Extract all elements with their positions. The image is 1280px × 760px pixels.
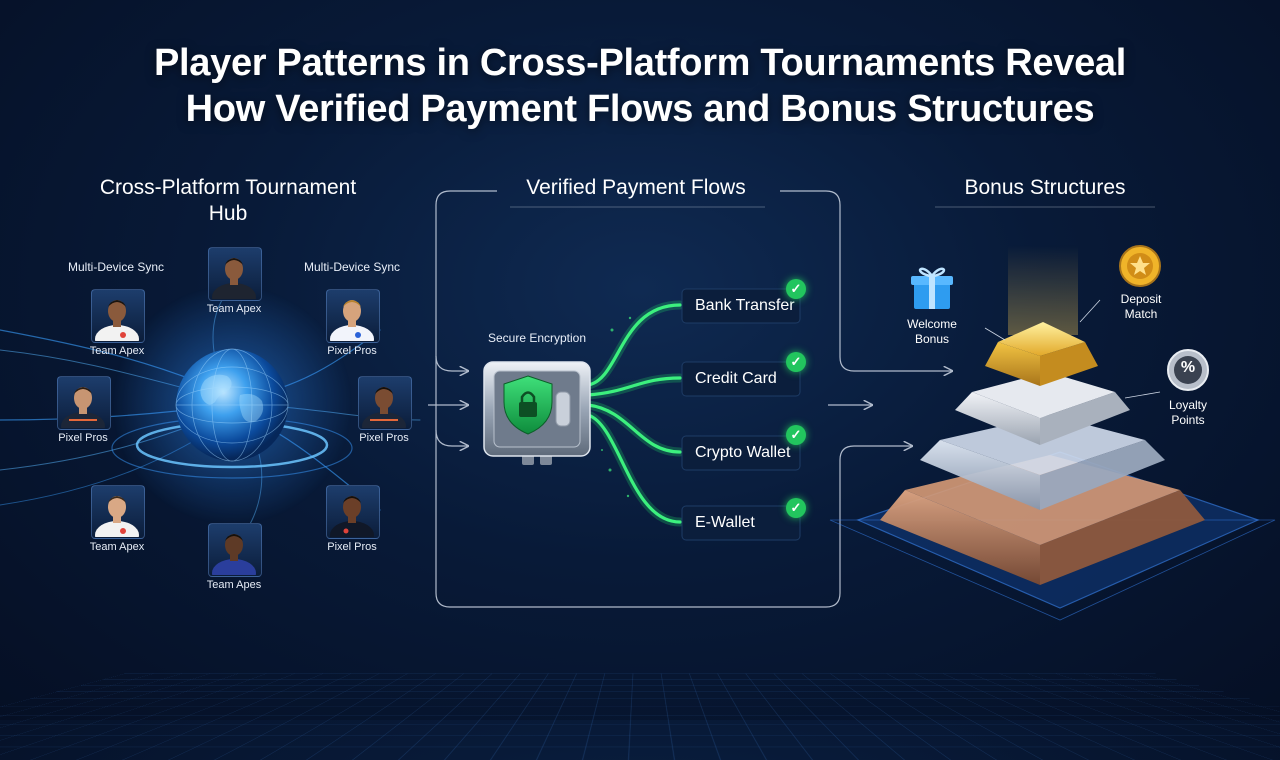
player-avatar — [326, 289, 380, 343]
player-card[interactable]: Team Apes — [207, 523, 262, 591]
player-card[interactable]: Pixel Pros — [358, 376, 412, 444]
sync-label: Multi-Device Sync — [67, 260, 165, 274]
page-title: Player Patterns in Cross-Platform Tourna… — [0, 40, 1280, 132]
loyalty-points-line-2: Points — [1171, 413, 1205, 427]
bonus-heading: Bonus Structures — [964, 176, 1126, 199]
check-icon: ✓ — [786, 498, 806, 518]
medal-icon — [1119, 245, 1161, 287]
check-icon: ✓ — [786, 279, 806, 299]
bonus-pyramid — [829, 245, 1276, 621]
welcome-bonus-line-1: Welcome — [907, 317, 957, 331]
player-card[interactable]: Team Apex — [90, 485, 145, 553]
player-card[interactable]: Team Apex — [207, 247, 262, 315]
player-avatar — [91, 485, 145, 539]
diagram-canvas — [0, 190, 1276, 621]
globe-icon — [111, 285, 353, 525]
payment-method-e-wallet[interactable]: E-Wallet — [695, 514, 755, 531]
payments-heading: Verified Payment Flows — [526, 176, 746, 199]
percent-badge-icon — [1167, 349, 1209, 391]
hub-heading-line-2: Hub — [208, 202, 248, 225]
hub-heading: Cross-Platform Tournament Hub — [68, 175, 388, 227]
check-icon: ✓ — [786, 352, 806, 372]
gift-icon — [911, 267, 953, 309]
title-line-1: Player Patterns in Cross-Platform Tourna… — [153, 42, 1126, 84]
player-team-name: Team Apex — [89, 345, 145, 357]
loyalty-points-label: Loyalty Points — [1148, 398, 1228, 428]
player-team-name: Team Apex — [89, 541, 145, 553]
player-team-name: Pixel Pros — [58, 432, 108, 444]
player-card[interactable]: Pixel Pros — [326, 289, 380, 357]
player-avatar — [91, 289, 145, 343]
vault-label: Secure Encryption — [487, 331, 587, 345]
title-line-2: How Verified Payment Flows and Bonus Str… — [185, 88, 1095, 130]
player-card[interactable]: Team Apex — [90, 289, 145, 357]
payment-method-bank-transfer[interactable]: Bank Transfer — [695, 297, 795, 314]
payment-method-credit-card[interactable]: Credit Card — [695, 370, 777, 387]
deposit-match-line-2: Match — [1124, 307, 1158, 321]
player-team-name: Pixel Pros — [327, 541, 377, 553]
player-avatar — [208, 523, 262, 577]
player-avatar — [57, 376, 111, 430]
payment-flow-lines — [583, 300, 685, 527]
player-team-name: Pixel Pros — [327, 345, 377, 357]
percent-symbol: % — [1180, 359, 1196, 376]
payment-method-crypto-wallet[interactable]: Crypto Wallet — [695, 444, 791, 461]
welcome-bonus-label: Welcome Bonus — [892, 317, 972, 347]
loyalty-points-line-1: Loyalty — [1168, 398, 1208, 412]
player-card[interactable]: Pixel Pros — [57, 376, 111, 444]
player-team-name: Team Apex — [206, 303, 262, 315]
check-icon: ✓ — [786, 425, 806, 445]
player-team-name: Team Apes — [206, 579, 262, 591]
player-avatar — [326, 485, 380, 539]
deposit-match-label: Deposit Match — [1101, 292, 1181, 322]
player-team-name: Pixel Pros — [359, 432, 409, 444]
player-card[interactable]: Pixel Pros — [326, 485, 380, 553]
deposit-match-line-1: Deposit — [1120, 292, 1162, 306]
welcome-bonus-line-2: Bonus — [914, 332, 950, 346]
payments-container — [428, 190, 952, 608]
vault-icon — [483, 361, 591, 465]
player-avatar — [208, 247, 262, 301]
sync-label: Multi-Device Sync — [303, 260, 401, 274]
hub-heading-line-1: Cross-Platform Tournament — [99, 176, 357, 199]
method-pills — [681, 288, 801, 541]
player-avatar — [358, 376, 412, 430]
